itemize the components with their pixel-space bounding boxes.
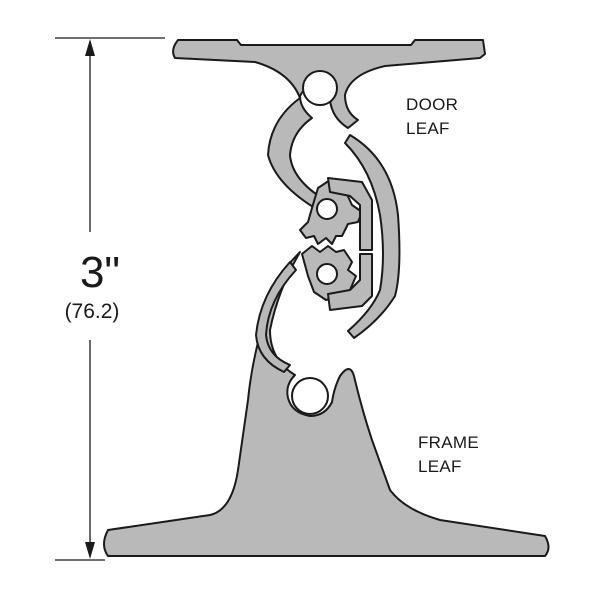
frame-leaf-label: FRAME LEAF [418,433,479,476]
dimension-metric: (76.2) [65,300,120,323]
frame-leaf-arm [255,261,297,373]
door-label-line1: DOOR [406,95,458,114]
dimension-value: 3" [80,248,120,297]
frame-label-line2: LEAF [418,457,462,476]
frame-label-line1: FRAME [418,433,479,452]
door-leaf-part [172,39,486,339]
frame-clip-bracket [327,253,373,311]
dimension-arrow-up-icon [85,39,95,56]
frame-knuckle-hole [291,377,329,415]
door-label-line2: LEAF [406,119,450,138]
dimension-arrow-down-icon [85,542,95,559]
frame-leaf-body [103,251,550,557]
door-clip-bracket [327,177,373,251]
door-leaf-label: DOOR LEAF [406,95,458,138]
door-leaf-arm [344,134,401,339]
door-gear-center-hole [316,198,338,220]
frame-leaf-part [103,245,550,557]
frame-gear-center-hole [316,263,338,285]
door-knuckle-hole [302,70,338,106]
dimension-indicator: 3" (76.2) [55,37,165,561]
